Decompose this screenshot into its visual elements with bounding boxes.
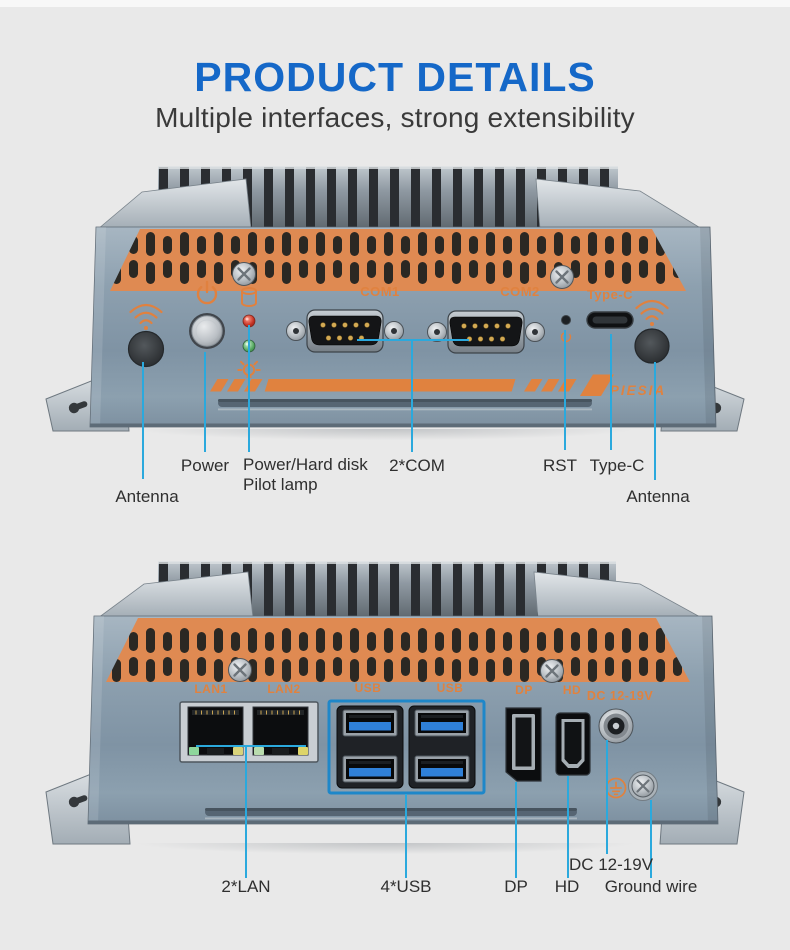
antenna-hole-right (634, 328, 670, 364)
decorative-stripe (210, 374, 614, 396)
callout-line-antenna-right (654, 362, 656, 480)
callout-line-dc (606, 740, 608, 854)
power-button (189, 313, 225, 349)
callout-label-antenna-left: Antenna (115, 487, 179, 506)
usb-left-label: USB (355, 681, 382, 695)
front-device-shadow (60, 429, 710, 445)
rear-device-shadow (60, 843, 710, 859)
ground-screw (628, 771, 658, 801)
front-panel-illustration: COM1 COM2 Type-C PIESIA (45, 166, 745, 432)
callout-label-type-c: Type-C (589, 456, 645, 475)
callout-label-antenna-right: Antenna (626, 487, 690, 506)
usb-port (342, 755, 398, 783)
callout-label-hd: HD (554, 877, 580, 896)
antenna-hole-left (127, 330, 165, 368)
lan-ports (179, 701, 319, 763)
screw-icon (232, 262, 574, 289)
callout-label-dp: DP (504, 877, 528, 896)
pilot-lamp-line1: Power/Hard disk (243, 455, 368, 474)
rear-panel-illustration: LAN1 LAN2 USB USB DP HD DC 12-19V (45, 561, 745, 845)
pilot-lamp-line2: Pilot lamp (243, 475, 318, 494)
reset-icon (560, 331, 572, 343)
callout-label-dc: DC 12-19V (568, 855, 654, 874)
screw-icon (228, 658, 564, 683)
front-heatsink-fins (96, 166, 704, 230)
com1-label: COM1 (360, 284, 400, 299)
power-icon (196, 280, 218, 305)
usb-port (414, 709, 470, 737)
callout-line-ground (650, 800, 652, 878)
hard-disk-icon (241, 287, 257, 307)
rear-bottom-groove (205, 808, 577, 820)
callout-label-rst: RST (543, 456, 577, 475)
callout-line-com (411, 340, 413, 452)
callout-line-pilot-lamp (248, 325, 250, 452)
reset-pinhole (561, 315, 571, 325)
usb-highlight-box (327, 699, 486, 795)
hdmi-port (555, 712, 591, 776)
top-strip (0, 0, 790, 7)
dp-port (505, 707, 542, 782)
usb-port (414, 755, 470, 783)
callout-label-power: Power (180, 456, 230, 475)
callout-line-lan (245, 745, 247, 878)
type-c-label: Type-C (587, 287, 633, 302)
hd-label: HD (563, 683, 581, 697)
callout-line-hd (567, 776, 569, 878)
usb-port (342, 709, 398, 737)
lan2-port (252, 706, 309, 756)
callout-label-pilot-lamp: Power/Hard disk Pilot lamp (243, 455, 368, 495)
lan2-label: LAN2 (267, 682, 300, 696)
type-c-port (586, 311, 634, 329)
dp-label: DP (515, 683, 533, 697)
dc-jack (598, 708, 634, 744)
callout-line-type-c (610, 334, 612, 450)
callout-line-power (204, 352, 206, 452)
callout-line-lan-horizontal (196, 745, 306, 747)
callout-line-antenna-left (142, 362, 144, 479)
callout-line-rst (564, 330, 566, 450)
lan1-label: LAN1 (194, 682, 227, 696)
callout-label-usb: 4*USB (380, 877, 432, 896)
rear-vent-grille (106, 618, 690, 682)
callout-line-usb (405, 794, 407, 878)
callout-label-lan: 2*LAN (221, 877, 271, 896)
callout-label-com: 2*COM (389, 456, 445, 475)
front-bottom-groove (218, 399, 592, 411)
rear-heatsink-fins (96, 561, 703, 619)
dc-label: DC 12-19V (587, 689, 653, 703)
front-vent-grille (110, 229, 686, 291)
callout-line-dp (515, 782, 517, 878)
callout-label-ground: Ground wire (604, 877, 698, 896)
com2-label: COM2 (500, 284, 540, 299)
brand-logo: PIESIA (610, 383, 666, 398)
page-title: PRODUCT DETAILS (194, 54, 596, 100)
page-subtitle: Multiple interfaces, strong extensibilit… (155, 102, 635, 133)
lan1-port (187, 706, 244, 756)
usb-right-label: USB (437, 681, 464, 695)
usb-ports (327, 699, 486, 795)
callout-line-com-horizontal (357, 339, 469, 341)
